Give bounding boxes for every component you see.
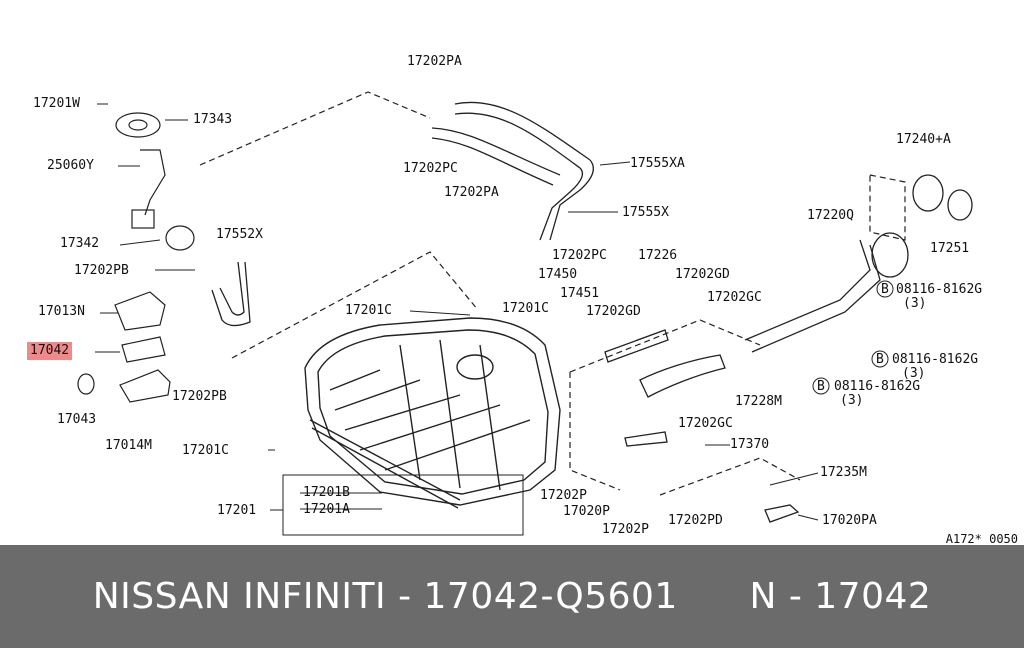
label-bolt-b-a: B (881, 282, 889, 297)
label-17251: 17251 (930, 241, 970, 256)
label-17201c-c: 17201C (182, 443, 229, 458)
label-17201b: 17201B (303, 485, 350, 500)
label-17201c-b: 17201C (502, 301, 549, 316)
label-17201w: 17201W (33, 96, 80, 111)
label-17226: 17226 (638, 248, 678, 263)
label-08116-c: 08116-8162G (834, 379, 921, 394)
footer-title: NISSAN INFINITI - 17042-Q5601 N - 17042 (92, 576, 932, 617)
label-17235m: 17235M (820, 465, 867, 480)
label-17202pa-b: 17202PA (444, 185, 499, 200)
label-17202gd-b: 17202GD (586, 304, 641, 319)
pump-assembly (77, 112, 195, 403)
parts-diagram: 17202PA 17201W 17343 25060Y 17202PC 1755… (27, 54, 983, 537)
label-17201: 17201 (217, 503, 257, 518)
label-qty-a: (3) (903, 296, 927, 311)
diagram-drawing (77, 91, 973, 536)
label-bolt-b-b: B (876, 352, 884, 367)
label-17202p: 17202P (540, 488, 587, 503)
label-17240a: 17240+A (896, 132, 951, 147)
label-17202pc: 17202PC (403, 161, 458, 176)
detail-frame (282, 474, 524, 536)
bolt-markers (812, 280, 894, 395)
label-17013n: 17013N (38, 304, 85, 319)
label-25060y: 25060Y (47, 158, 94, 173)
footer-banner: NISSAN INFINITI - 17042-Q5601 N - 17042 (0, 545, 1024, 648)
label-17202pb: 17202PB (74, 263, 129, 278)
label-bolt-b-c: B (817, 379, 825, 394)
label-17220q: 17220Q (807, 208, 854, 223)
label-qty-c: (3) (840, 393, 864, 408)
label-qty-b: (3) (902, 366, 926, 381)
label-17201a: 17201A (303, 502, 350, 517)
label-17451: 17451 (560, 286, 600, 301)
label-17020pa: 17020PA (822, 513, 877, 528)
label-17342: 17342 (60, 236, 100, 251)
filler-tube (744, 174, 973, 353)
label-17043: 17043 (57, 412, 97, 427)
label-17555xa: 17555XA (630, 156, 685, 171)
label-17042-highlighted: 17042 (27, 342, 73, 360)
label-17202gc: 17202GC (707, 290, 762, 305)
label-17020p: 17020P (563, 504, 610, 519)
label-17202gc-b: 17202GC (678, 416, 733, 431)
diagram-reference-code: A172* 0050 (945, 532, 1018, 546)
leader-lines (95, 103, 819, 521)
label-08116-a: 08116-8162G (896, 282, 983, 297)
label-17343: 17343 (193, 112, 233, 127)
fuel-tank (304, 317, 561, 509)
label-17552x: 17552X (216, 227, 263, 242)
hoses (211, 101, 800, 523)
label-17202pc-b: 17202PC (552, 248, 607, 263)
label-17228m: 17228M (735, 394, 782, 409)
label-17202pb-b: 17202PB (172, 389, 227, 404)
label-17370: 17370 (730, 437, 770, 452)
label-17202gd: 17202GD (675, 267, 730, 282)
label-17202p-b: 17202P (602, 522, 649, 537)
label-17202pd: 17202PD (668, 513, 723, 528)
label-17202pa: 17202PA (407, 54, 462, 69)
label-17014m: 17014M (105, 438, 152, 453)
label-17555x: 17555X (622, 205, 669, 220)
label-17201c: 17201C (345, 303, 392, 318)
label-08116-b: 08116-8162G (892, 352, 979, 367)
dashed-group-lines (199, 91, 906, 496)
label-17450: 17450 (538, 267, 578, 282)
